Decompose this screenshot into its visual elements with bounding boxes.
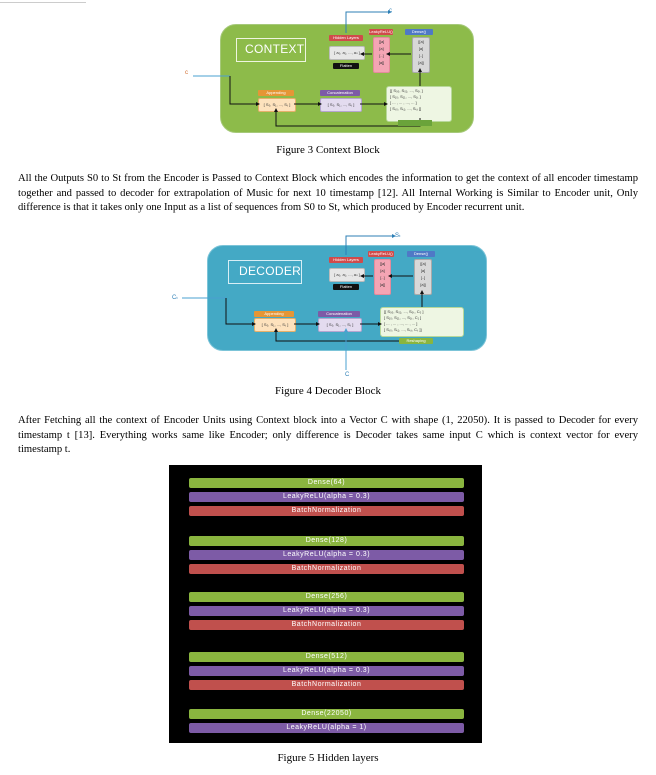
decoder-title: DECODER (239, 264, 302, 278)
paragraph-context: All the Outputs S0 to St from the Encode… (18, 173, 638, 213)
hidden-cells: [ a₀, a₁, ..., aₙ ] (329, 268, 365, 282)
matrix-row: [ ... , ... , ..., ... ] (390, 100, 417, 105)
context-output-label: c (389, 8, 392, 14)
layer-dense: Dense(128) (189, 536, 464, 546)
layer-batch-normalization: BatchNormalization (189, 506, 464, 516)
dense-column: [[a] [a] [..] [a]] (412, 37, 430, 73)
layer-dense: Dense(22050) (189, 709, 464, 719)
context-matrix: [[ S₀₀, S₀₁, ..., S₀ₜ ] [ S₁₀, S₁₁, ...,… (386, 86, 452, 122)
decoder-matrix: [[ S₀₀, S₀₁, ..., S₀ₜ, C₀ ] [ S₁₀, S₁₁, … (380, 307, 464, 337)
matrix-row: [[ S₀₀, S₀₁, ..., S₀ₜ, C₀ ] (384, 309, 424, 314)
layer-batch-normalization: BatchNormalization (189, 680, 464, 690)
appending-tag: Appending (254, 311, 294, 317)
layer-batch-normalization: BatchNormalization (189, 620, 464, 630)
layer-leaky-relu: LeakyReLU(alpha = 0.3) (189, 550, 464, 560)
decoder-bottom-label: C (345, 372, 350, 378)
layer-leaky-relu: LeakyReLU(alpha = 0.3) (189, 606, 464, 616)
appending-tag: Appending (258, 90, 294, 96)
matrix-row: [ S₁₀, S₁₁, ..., S₁ₜ, C₁ ] (384, 315, 422, 320)
leaky-tag: LeakyReLU() (369, 29, 393, 35)
figure5-caption: Figure 5 Hidden layers (277, 752, 379, 764)
layer-leaky-relu: LeakyReLU(alpha = 0.3) (189, 492, 464, 502)
decoder-output-label: Sₜ (395, 233, 401, 239)
layer-leaky-relu: LeakyReLU(alpha = 0.3) (189, 666, 464, 676)
paragraph-decoder: After Fetching all the context of Encode… (18, 415, 638, 455)
page-top-rule (0, 0, 86, 3)
hidden-layers-panel: Dense(64) LeakyReLU(alpha = 0.3) BatchNo… (169, 465, 482, 743)
flatten-tag: Flatten (333, 284, 359, 290)
matrix-row: [[ S₀₀, S₀₁, ..., S₀ₜ ] (390, 88, 423, 93)
figure3-caption: Figure 3 Context Block (276, 144, 380, 156)
decoder-input-label: Cₜ (172, 295, 179, 301)
decoder-arrows (182, 234, 424, 370)
matrix-row: [ Sₜ₀, Sₜ₁, ..., Sₜₜ ]] (390, 106, 422, 111)
hidden-cells: [ a₀, a₁, ..., aₙ ] (329, 46, 365, 60)
leaky-tag: LeakyReLU() (368, 251, 394, 257)
layer-leaky-relu: LeakyReLU(alpha = 1) (189, 723, 464, 733)
hidden-layers-tag: Hidden Layers (329, 35, 363, 41)
matrix-row: [ Sₜ₀, Sₜ₁, ..., Sₜₜ, Cₜ ]] (384, 327, 422, 332)
dense-tag: Dense() (405, 29, 433, 35)
layer-dense: Dense(256) (189, 592, 464, 602)
matrix-row: [ ... , ... , ..., ... , ... ] (384, 321, 418, 326)
dense-column: [[a] [a] [..] [a]] (414, 259, 432, 295)
matrix-row: [ S₁₀, S₁₁, ..., S₁ₜ ] (390, 94, 421, 99)
context-title: CONTEXT (245, 42, 305, 56)
layer-dense: Dense(64) (189, 478, 464, 488)
leaky-column: [[a] [a] [..] [a]] (373, 37, 390, 73)
concatenation-tag: Concatenation (318, 311, 360, 317)
layer-batch-normalization: BatchNormalization (189, 564, 464, 574)
concatenation-tag: Concatenation (320, 90, 360, 96)
context-input-label: c (185, 70, 188, 76)
flatten-tag: Flatten (333, 63, 359, 69)
dense-tag: Dense() (407, 251, 435, 257)
layer-dense: Dense(512) (189, 652, 464, 662)
decoder-title-frame (228, 260, 302, 284)
reshaping-tag: Reshaping (399, 338, 433, 344)
context-arrows (193, 10, 432, 127)
figure4-caption: Figure 4 Decoder Block (275, 385, 381, 397)
concat-cells: [ S₀, S₁, ..., Sₜ ] (318, 318, 362, 332)
context-title-frame (236, 38, 306, 62)
hidden-layers-tag: Hidden Layers (329, 257, 363, 263)
concat-cells: [ S₀, S₁, ..., Sₜ ] (320, 98, 362, 112)
